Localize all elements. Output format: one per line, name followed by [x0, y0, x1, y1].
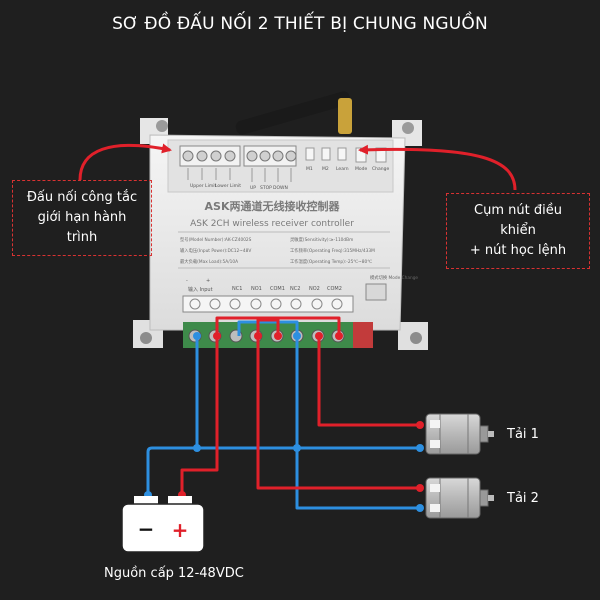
- power-supply-label: Nguồn cấp 12-48VDC: [104, 566, 244, 581]
- terminal-label-minus: -: [186, 278, 188, 284]
- spec-right-0: 灵敏度(Sensitivity):≥-110dBm: [290, 236, 353, 243]
- positive-wires: [180, 316, 420, 495]
- label-down: DOWN: [273, 185, 288, 191]
- label-lower-limit: Lower Limit: [215, 183, 241, 189]
- positive-wire-nodes: [178, 332, 424, 499]
- label-mode: Mode: [355, 166, 367, 172]
- right-callout-arrow-icon: [358, 144, 517, 191]
- callout-limit-switch-line2: giới hạn hành trình: [37, 210, 127, 245]
- page-title: SƠ ĐỒ ĐẤU NỐI 2 THIẾT BỊ CHUNG NGUỒN: [112, 14, 488, 34]
- label-upper-limit: Upper Limit: [190, 183, 216, 189]
- battery-plus-sign: +: [172, 518, 189, 542]
- label-up: UP: [250, 185, 256, 191]
- negative-wires: [146, 320, 420, 510]
- terminal-label-nc2: NC2: [290, 286, 300, 292]
- load-1-motor-icon: [425, 413, 494, 455]
- callout-control-buttons-line2: + nút học lệnh: [469, 243, 567, 258]
- label-m1: M1: [306, 166, 313, 172]
- controller-title-cn: ASK两通道无线接收控制器: [205, 199, 341, 213]
- terminal-label-no2: NO2: [309, 286, 320, 292]
- spec-left-0: 型号(Model Number):AK-CZ4002S: [180, 236, 252, 243]
- callout-control-buttons: Cụm nút điều khiển + nút học lệnh: [446, 193, 590, 269]
- label-stop: STOP: [260, 185, 272, 191]
- antenna-icon: [235, 91, 352, 135]
- terminal-label-com1: COM1: [270, 286, 285, 292]
- load-1-label: Tải 1: [507, 427, 539, 442]
- load-2-label: Tải 2: [507, 491, 539, 506]
- top-labels: Upper Limit Lower Limit UP STOP DOWN M1 …: [190, 166, 389, 191]
- terminal-label-nc1: NC1: [232, 286, 242, 292]
- mode-change-switch: 模式切换 Mode Change: [365, 274, 418, 301]
- terminal-label-plus: +: [206, 278, 210, 284]
- button-terminals: [243, 145, 297, 182]
- spec-left-1: 输入电压(Input Power):DC12~48V: [180, 247, 251, 254]
- terminal-label-no1: NO1: [251, 286, 262, 292]
- battery-icon: − +: [121, 496, 205, 553]
- callout-control-buttons-line1: Cụm nút điều khiển: [474, 203, 562, 238]
- left-callout-arrow-icon: [78, 143, 172, 181]
- label-m2: M2: [322, 166, 329, 172]
- spec-left-2: 最大负载(Max Load):5A/10A: [180, 258, 238, 265]
- controller-title-en: ASK 2CH wireless receiver controller: [190, 219, 354, 229]
- terminal-label-input: 输入 Input: [188, 286, 213, 293]
- switch-label: 模式切换 Mode Change: [370, 274, 418, 281]
- callout-limit-switch-line1: Đấu nối công tắc: [26, 190, 138, 205]
- limit-switch-terminals: [179, 145, 241, 180]
- indicator-slots: [305, 147, 387, 163]
- terminal-label-com2: COM2: [327, 286, 342, 292]
- spec-right-2: 工作温度(Operating Temp):-25℃~80℃: [290, 258, 372, 265]
- controller-specs: 型号(Model Number):AK-CZ4002S 输入电压(Input P…: [178, 231, 390, 269]
- negative-wire-nodes: [144, 332, 424, 512]
- terminal-labels: - + 输入 Input NC1 NO1 COM1 NC2 NO2 COM2: [186, 278, 342, 293]
- label-change: Change: [372, 166, 389, 172]
- screw-row: [182, 295, 354, 313]
- battery-minus-sign: −: [138, 517, 155, 541]
- spec-right-1: 工作频率(Operating Freq):315MHz/433M: [290, 247, 375, 254]
- load-2-motor-icon: [425, 477, 494, 519]
- label-learn: Learn: [336, 166, 349, 172]
- callout-limit-switch: Đấu nối công tắc giới hạn hành trình: [12, 180, 152, 256]
